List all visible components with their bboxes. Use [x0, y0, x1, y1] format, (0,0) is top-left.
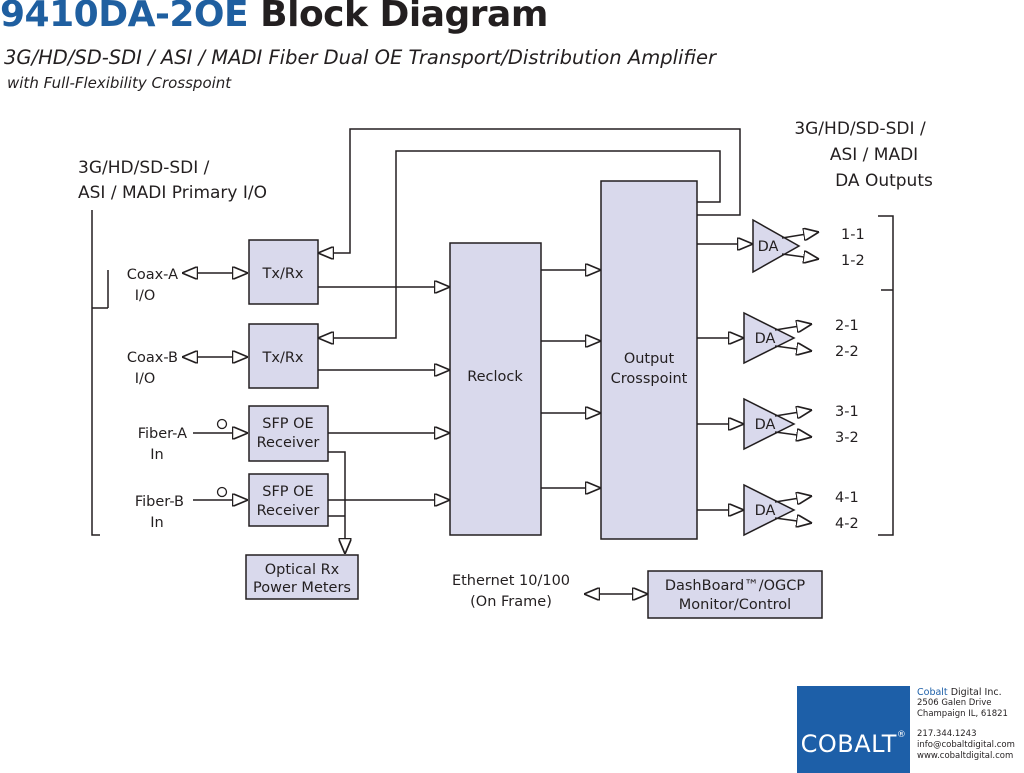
company-name: Cobalt Digital Inc. [917, 687, 1024, 698]
da-2-out-1-arrow [774, 324, 812, 330]
sfp-a-block [248, 405, 329, 462]
fiber-b-connector-icon [216, 486, 228, 498]
da-3-label: DA [755, 417, 776, 433]
sfp-b-label-line1: SFP OE [262, 484, 313, 500]
website-link[interactable]: www.cobaltdigital.com [917, 751, 1014, 761]
output-2-1: 2-1 [835, 318, 859, 334]
txrx-b-block [248, 323, 319, 389]
dashboard-label-line1: DashBoard™/OGCP [665, 578, 806, 594]
coax-a-sublabel: I/O [135, 288, 156, 304]
da-3-out-2-arrow [774, 432, 812, 437]
coax-b-label: Coax-B [127, 350, 178, 366]
output-4-1: 4-1 [835, 490, 859, 506]
feedback-loop-a [318, 128, 741, 253]
company-suffix: Digital Inc. [947, 687, 1002, 698]
txrx-b-label: Tx/Rx [262, 350, 304, 366]
primary-io-label-line2: ASI / MADI Primary I/O [78, 183, 267, 203]
crosspoint-block [600, 180, 698, 540]
output-1-1: 1-1 [841, 227, 865, 243]
fiber-b-label: Fiber-B [135, 494, 184, 510]
ethernet-label-line1: Ethernet 10/100 [452, 573, 570, 589]
da-3-amp [743, 397, 796, 451]
sfp-a-label-line2: Receiver [257, 435, 320, 451]
outputs-bracket [878, 215, 894, 536]
coax-b-sublabel: I/O [135, 371, 156, 387]
page-title: 9410DA-2OE Block Diagram [0, 0, 548, 35]
da-2-amp [743, 311, 796, 365]
output-4-2: 4-2 [835, 516, 859, 532]
sfp-a-to-meter-wire [328, 451, 345, 554]
reclock-block [449, 242, 542, 536]
title-text: Block Diagram [260, 0, 548, 35]
da-4-amp [743, 483, 796, 537]
sfp-b-label-line2: Receiver [257, 503, 320, 519]
fiber-a-sublabel: In [150, 447, 163, 463]
da-outputs-label-line1: 3G/HD/SD-SDI / [794, 119, 926, 139]
dashboard-block [647, 570, 823, 619]
da-1-label: DA [758, 239, 779, 255]
da-1-amp [752, 218, 801, 274]
coax-a-label: Coax-A [127, 267, 178, 283]
fiber-a-connector-icon [216, 418, 228, 430]
crosspoint-label-line1: Output [624, 351, 675, 367]
da-1-out-2-arrow [781, 254, 819, 259]
subtitle-secondary: with Full-Flexibility Crosspoint [7, 74, 232, 92]
output-2-2: 2-2 [835, 344, 859, 360]
da-4-out-1-arrow [774, 496, 812, 502]
da-3-out-1-arrow [774, 410, 812, 416]
output-1-2: 1-2 [841, 253, 865, 269]
da-4-label: DA [755, 503, 776, 519]
output-3-2: 3-2 [835, 430, 859, 446]
model-number: 9410DA-2OE [0, 0, 249, 35]
crosspoint-label-line2: Crosspoint [611, 371, 688, 387]
logo-registered-mark: ® [896, 730, 907, 740]
da-2-out-2-arrow [774, 346, 812, 351]
address-line1: 2506 Galen Drive [917, 698, 992, 708]
da-outputs-label-line2: ASI / MADI [830, 145, 918, 165]
primary-io-bracket [91, 210, 109, 536]
reclock-label: Reclock [467, 369, 523, 385]
sfp-a-label-line1: SFP OE [262, 416, 313, 432]
output-3-1: 3-1 [835, 404, 859, 420]
sfp-b-block [248, 473, 329, 527]
company-brand: Cobalt [917, 687, 948, 698]
txrx-a-block [248, 239, 319, 305]
primary-io-label-line1: 3G/HD/SD-SDI / [78, 158, 210, 178]
email-link[interactable]: info@cobaltdigital.com [917, 740, 1015, 750]
power-meters-block [245, 554, 359, 600]
feedback-loop-b [318, 150, 721, 338]
da-4-out-2-arrow [774, 518, 812, 523]
ethernet-label-line2: (On Frame) [470, 594, 552, 610]
dashboard-label-line2: Monitor/Control [679, 597, 791, 613]
power-meters-label-line1: Optical Rx [265, 562, 340, 578]
logo-text: COBALT [800, 730, 897, 758]
txrx-a-label: Tx/Rx [262, 266, 304, 282]
da-2-label: DA [755, 331, 776, 347]
phone: 217.344.1243 [917, 729, 977, 739]
contact-block: Cobalt Digital Inc. 2506 Galen Drive Cha… [917, 687, 1024, 762]
da-1-out-1-arrow [781, 232, 819, 238]
fiber-b-sublabel: In [150, 515, 163, 531]
fiber-a-label: Fiber-A [138, 426, 187, 442]
address-line2: Champaign IL, 61821 [917, 709, 1008, 719]
da-outputs-label-line3: DA Outputs [835, 171, 933, 191]
subtitle: 3G/HD/SD-SDI / ASI / MADI Fiber Dual OE … [4, 46, 717, 69]
power-meters-label-line2: Power Meters [253, 580, 351, 596]
cobalt-logo: COBALT® [797, 686, 910, 773]
